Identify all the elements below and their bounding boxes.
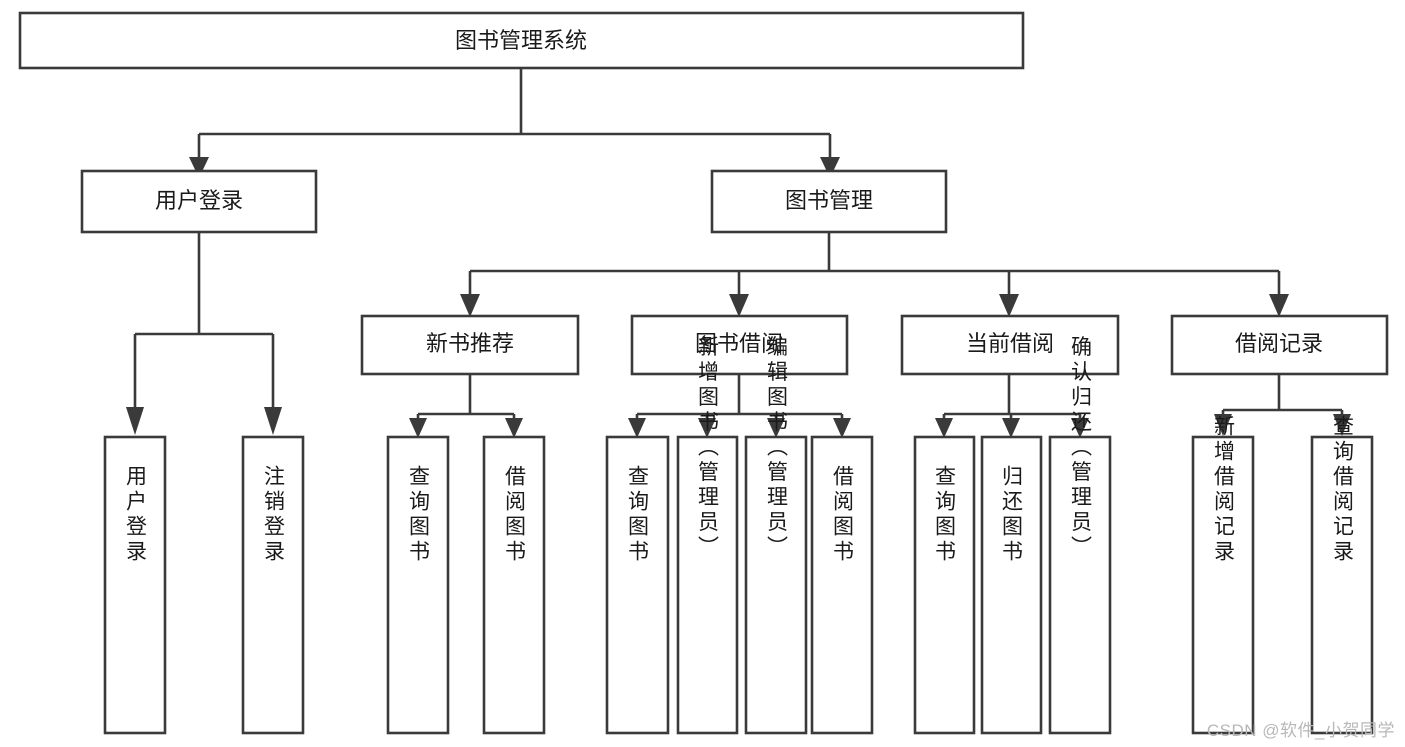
node-leaf-user-logout-label: 注销登录 (262, 465, 286, 565)
arrow-head-leaf-cb-confirm-return (1071, 418, 1089, 438)
node-book-borrow[interactable]: 图书借阅 (630, 314, 849, 376)
arrow-head-leaf-br-query-record (1333, 414, 1351, 436)
arrow-head-leaf-rec-borrow-book (505, 418, 523, 438)
arrow-head-leaf-cb-query-book (935, 418, 953, 438)
node-borrow-record[interactable]: 借阅记录 (1170, 314, 1389, 376)
node-leaf-user-logout-box[interactable] (241, 435, 305, 735)
node-current-borrow-box[interactable] (900, 314, 1120, 376)
arrow-head-leaf-bb-borrow-book (833, 418, 851, 438)
arrow-head-leaf-user-logout (264, 407, 282, 435)
edge-book-manage-to-level3 (468, 232, 1281, 296)
node-borrow-record-box[interactable] (1170, 314, 1389, 376)
node-book-manage-box[interactable] (710, 169, 948, 234)
node-user-login-box[interactable] (80, 169, 318, 234)
edge-book-borrow-to-leaves (635, 374, 844, 420)
arrow-head-new-book-recommend (460, 294, 480, 317)
node-leaf-br-query-record-label: 查询借阅记录 (1331, 415, 1355, 565)
node-leaf-cb-return-book-box[interactable] (980, 435, 1043, 735)
node-leaf-bb-query-book[interactable]: 查询图书 (605, 435, 670, 735)
node-leaf-cb-query-book-label: 查询图书 (933, 465, 957, 565)
node-leaf-bb-borrow-book-box[interactable] (810, 435, 874, 735)
node-leaf-bb-add-book-box[interactable] (676, 435, 739, 735)
node-leaf-bb-borrow-book-label: 借阅图书 (831, 465, 855, 565)
node-leaf-cb-confirm-return-box[interactable] (1048, 435, 1112, 735)
node-leaf-br-add-record-box[interactable] (1191, 435, 1255, 735)
node-leaf-rec-query-book-box[interactable] (386, 435, 450, 735)
node-book-manage-label: 图书管理 (785, 188, 873, 213)
node-leaf-user-login-box[interactable] (103, 435, 167, 735)
node-leaf-rec-borrow-book-label: 借阅图书 (503, 465, 527, 565)
node-leaf-bb-edit-book[interactable]: 编辑图书（管理员） (744, 336, 808, 735)
node-leaf-rec-borrow-book[interactable]: 借阅图书 (482, 435, 546, 735)
node-leaf-rec-query-book[interactable]: 查询图书 (386, 435, 450, 735)
node-new-book-recommend-box[interactable] (360, 314, 580, 376)
node-leaf-br-add-record-label: 新增借阅记录 (1212, 415, 1236, 565)
node-leaf-user-logout[interactable]: 注销登录 (241, 435, 305, 735)
node-root-label: 图书管理系统 (455, 28, 587, 53)
node-book-borrow-label: 图书借阅 (695, 331, 783, 356)
node-current-borrow-label: 当前借阅 (966, 331, 1054, 356)
node-book-borrow-box[interactable] (630, 314, 849, 376)
node-leaf-cb-return-book-label: 归还图书 (1000, 465, 1024, 565)
node-leaf-cb-query-book[interactable]: 查询图书 (913, 435, 976, 735)
node-new-book-recommend-label: 新书推荐 (426, 331, 514, 356)
node-leaf-user-login[interactable]: 用户登录 (103, 435, 167, 735)
arrow-head-leaf-bb-query-book (628, 418, 646, 438)
node-user-login[interactable]: 用户登录 (80, 169, 318, 234)
node-leaf-br-query-record[interactable]: 查询借阅记录 (1310, 415, 1374, 735)
node-root-box[interactable] (18, 11, 1025, 70)
node-borrow-record-label: 借阅记录 (1235, 331, 1323, 356)
node-new-book-recommend[interactable]: 新书推荐 (360, 314, 580, 376)
edge-layer (126, 68, 1351, 438)
node-leaf-cb-return-book[interactable]: 归还图书 (980, 435, 1043, 735)
node-leaf-user-login-label: 用户登录 (124, 465, 148, 565)
node-leaf-rec-query-book-label: 查询图书 (407, 465, 431, 565)
node-user-login-label: 用户登录 (155, 188, 243, 213)
edge-root-to-level2 (197, 68, 832, 157)
node-leaf-cb-confirm-return[interactable]: 确认归还（管理员） (1048, 336, 1112, 735)
arrow-head-leaf-user-login (126, 407, 144, 435)
edge-new-book-recommend-to-leaves (416, 374, 516, 420)
node-leaf-bb-add-book[interactable]: 新增图书（管理员） (676, 336, 739, 735)
node-root[interactable]: 图书管理系统 (18, 11, 1025, 70)
node-leaf-bb-edit-book-label: 编辑图书（管理员） (765, 336, 789, 561)
node-leaf-bb-query-book-label: 查询图书 (626, 465, 650, 565)
arrow-head-leaf-br-add-record (1214, 414, 1232, 436)
node-leaf-br-add-record[interactable]: 新增借阅记录 (1191, 415, 1255, 735)
node-leaf-bb-borrow-book[interactable]: 借阅图书 (810, 435, 874, 735)
node-leaf-rec-borrow-book-box[interactable] (482, 435, 546, 735)
node-leaf-br-query-record-box[interactable] (1310, 435, 1374, 735)
arrow-head-borrow-record (1269, 294, 1289, 317)
node-leaf-bb-add-book-label: 新增图书（管理员） (696, 336, 720, 561)
edge-user-login-to-leaves (133, 232, 275, 408)
edge-borrow-record-to-leaves (1221, 374, 1344, 416)
node-leaf-bb-edit-book-box[interactable] (744, 435, 808, 735)
arrow-head-book-manage (820, 157, 840, 178)
arrow-head-user-login (189, 157, 209, 178)
arrow-head-leaf-bb-edit-book (767, 418, 785, 438)
node-current-borrow[interactable]: 当前借阅 (900, 314, 1120, 376)
node-layer: 图书管理系统 用户登录 图书管理 新书推荐 图书借阅 (18, 11, 1389, 735)
arrow-head-leaf-cb-return-book (1002, 418, 1020, 438)
arrow-head-leaf-bb-add-book (698, 418, 716, 438)
arrow-head-leaf-rec-query-book (409, 418, 427, 438)
node-leaf-cb-confirm-return-label: 确认归还（管理员） (1069, 336, 1093, 561)
edge-current-borrow-to-leaves (942, 374, 1082, 420)
arrow-head-current-borrow (999, 294, 1019, 317)
csdn-watermark: CSDN @软件_小贺同学 (1206, 721, 1395, 740)
node-leaf-bb-query-book-box[interactable] (605, 435, 670, 735)
arrow-head-book-borrow (729, 294, 749, 317)
node-leaf-cb-query-book-box[interactable] (913, 435, 976, 735)
node-book-manage[interactable]: 图书管理 (710, 169, 948, 234)
